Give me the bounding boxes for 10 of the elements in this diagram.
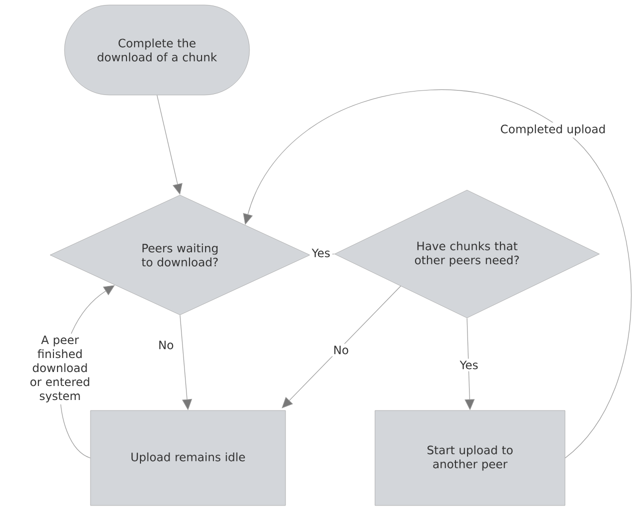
edge-label: A peer finished download or entered system (19, 334, 101, 404)
edge-label: No (331, 344, 351, 356)
arrow (282, 286, 401, 408)
process-box: Start upload to another peer (374, 410, 566, 506)
edge-label: Yes (458, 358, 480, 372)
edge-label: Completed upload (498, 122, 608, 138)
edge-label: Yes (310, 246, 332, 260)
process-box: Upload remains idle (90, 410, 286, 506)
arrow (243, 89, 632, 458)
edge-label: No (156, 338, 176, 352)
